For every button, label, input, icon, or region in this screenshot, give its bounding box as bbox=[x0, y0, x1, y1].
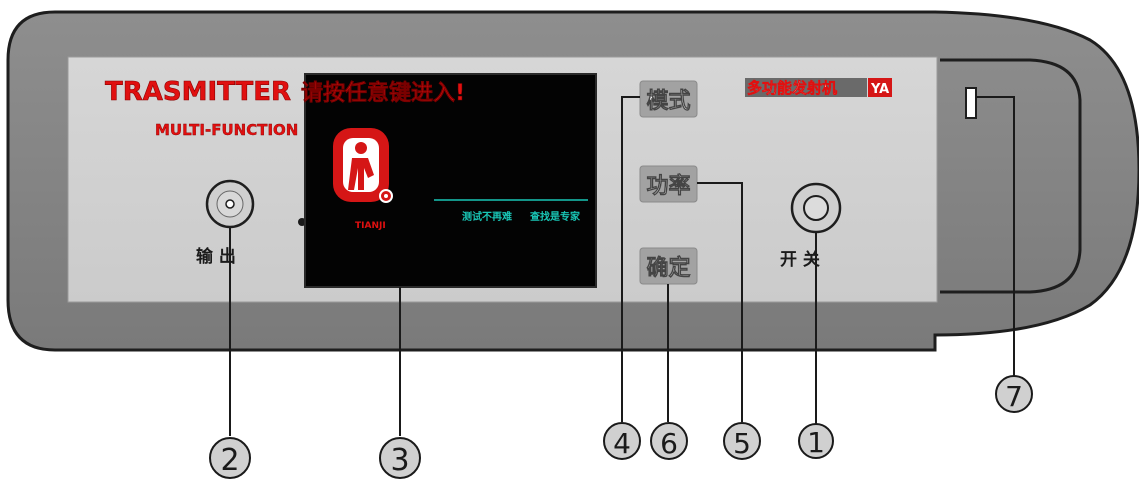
brand-subtitle: MULTI-FUNCTION bbox=[155, 121, 298, 139]
confirm-button-label: 确定 bbox=[646, 255, 690, 281]
callout-4: 4 bbox=[603, 422, 641, 460]
callout-3-number: 3 bbox=[390, 443, 409, 478]
callout-2: 2 bbox=[209, 437, 251, 479]
screen-logo-caption: TIANJI bbox=[355, 221, 386, 231]
leader-line-5 bbox=[697, 182, 743, 422]
callout-1-number: 1 bbox=[807, 426, 825, 459]
side-slot bbox=[965, 87, 977, 119]
confirm-button[interactable]: 确定 bbox=[639, 247, 698, 285]
callout-6: 6 bbox=[650, 422, 688, 460]
callout-6-number: 6 bbox=[660, 427, 678, 460]
model-label: 多功能发射机 bbox=[747, 79, 837, 97]
power-switch-label: 开 关 bbox=[780, 249, 820, 270]
output-port-label: 输 出 bbox=[196, 246, 236, 267]
power-switch[interactable] bbox=[790, 182, 842, 234]
model-label-bg bbox=[745, 78, 867, 97]
screen-status-right: 查找是专家 bbox=[529, 210, 581, 223]
power-level-button-label: 功率 bbox=[646, 173, 690, 199]
brand-name: TRASMITTER bbox=[105, 77, 291, 107]
callout-7-number: 7 bbox=[1005, 380, 1023, 413]
leader-lines bbox=[229, 96, 1015, 436]
screen-logo bbox=[333, 128, 393, 203]
callout-1: 1 bbox=[798, 423, 834, 459]
callout-5-number: 5 bbox=[733, 427, 751, 460]
mode-button-label: 模式 bbox=[646, 89, 690, 114]
mode-button[interactable]: 模式 bbox=[639, 80, 698, 118]
power-level-button[interactable]: 功率 bbox=[639, 165, 698, 203]
screen-headline: 请按任意键进入! bbox=[301, 80, 465, 106]
callout-2-number: 2 bbox=[220, 443, 239, 478]
leader-line-7 bbox=[976, 96, 1015, 376]
leader-line-4 bbox=[621, 96, 640, 422]
callout-7: 7 bbox=[995, 375, 1033, 413]
callout-4-number: 4 bbox=[613, 427, 631, 460]
callout-3: 3 bbox=[379, 437, 421, 479]
output-port[interactable] bbox=[205, 179, 255, 229]
callout-5: 5 bbox=[723, 422, 761, 460]
screen-status-left: 测试不再难 bbox=[462, 210, 512, 223]
model-badge: YA bbox=[870, 82, 889, 97]
model-badge-bg bbox=[868, 78, 892, 97]
side-plate bbox=[940, 58, 1082, 294]
